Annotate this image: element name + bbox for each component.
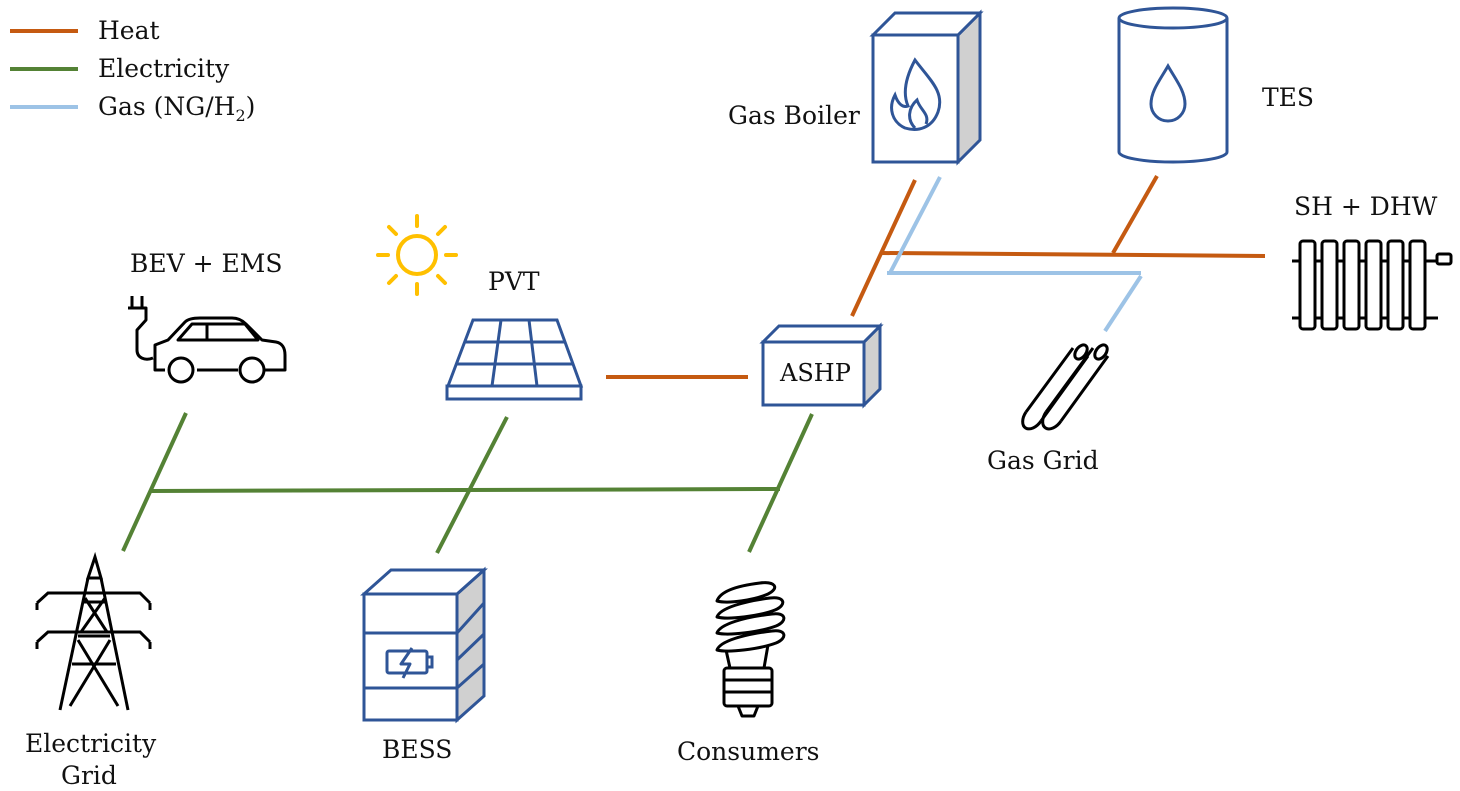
heat-lines xyxy=(606,175,1266,379)
bess-label: BESS xyxy=(382,735,452,764)
elec-line-ashp-consumers xyxy=(747,413,814,553)
electricity-grid-label-line2: Grid xyxy=(61,761,117,790)
gas-boiler-front xyxy=(871,33,960,164)
gas-lines xyxy=(887,176,1143,333)
gas-line-boiler xyxy=(888,176,942,274)
tes-cylinder-top xyxy=(1117,6,1229,30)
gas-line-grid xyxy=(1103,274,1143,333)
electricity-lines xyxy=(121,412,814,554)
electricity-grid-label-line1: Electricity xyxy=(25,729,157,758)
pipes-icon xyxy=(1021,343,1110,431)
solar-panel-icon xyxy=(445,318,584,401)
legend: Heat Electricity Gas (NG/H2) xyxy=(10,16,255,125)
gas-grid: Gas Grid xyxy=(987,343,1110,475)
elec-line-bev-grid xyxy=(121,412,188,552)
pvt-label: PVT xyxy=(488,267,540,296)
electric-car-icon xyxy=(128,296,287,384)
gas-boiler: Gas Boiler xyxy=(728,9,984,166)
elec-line-bus xyxy=(149,487,781,493)
elec-line-pvt-bess xyxy=(435,416,509,554)
gas-boiler-side xyxy=(956,9,982,166)
tes-cylinder xyxy=(1117,18,1229,164)
ashp: ASHP xyxy=(759,322,884,409)
bev-label: BEV + EMS xyxy=(130,249,283,278)
bess: BESS xyxy=(360,566,488,764)
heat-line-bus xyxy=(881,251,1266,258)
battery-icon xyxy=(385,647,434,679)
bess-front xyxy=(362,592,459,722)
gas-boiler-label: Gas Boiler xyxy=(728,101,860,130)
legend-gas-label: Gas (NG/H2) xyxy=(98,92,255,125)
legend-electricity-label: Electricity xyxy=(98,54,230,83)
ashp-label: ASHP xyxy=(779,359,851,387)
legend-heat-label: Heat xyxy=(98,16,160,45)
sun-icon xyxy=(376,214,458,296)
sh-dhw-label: SH + DHW xyxy=(1294,192,1438,221)
tes: TES xyxy=(1117,6,1314,164)
light-bulb-icon xyxy=(715,581,786,718)
electricity-grid: Electricity Grid xyxy=(25,551,157,790)
radiator-icon xyxy=(1292,239,1453,331)
bev-ems: BEV + EMS xyxy=(128,249,287,384)
transmission-tower-icon xyxy=(35,551,152,711)
ashp-front xyxy=(761,340,866,407)
gas-grid-label: Gas Grid xyxy=(987,446,1099,475)
pvt: PVT xyxy=(445,267,584,401)
consumers: Consumers xyxy=(677,581,820,766)
water-drop-icon xyxy=(1149,62,1187,123)
ashp-top xyxy=(759,324,884,344)
flame-icon xyxy=(890,57,942,131)
heat-line-boiler xyxy=(850,179,917,317)
consumers-label: Consumers xyxy=(677,737,820,766)
heat-line-tes xyxy=(1111,175,1159,254)
sh-dhw: SH + DHW xyxy=(1292,192,1453,331)
tes-label: TES xyxy=(1262,83,1314,112)
